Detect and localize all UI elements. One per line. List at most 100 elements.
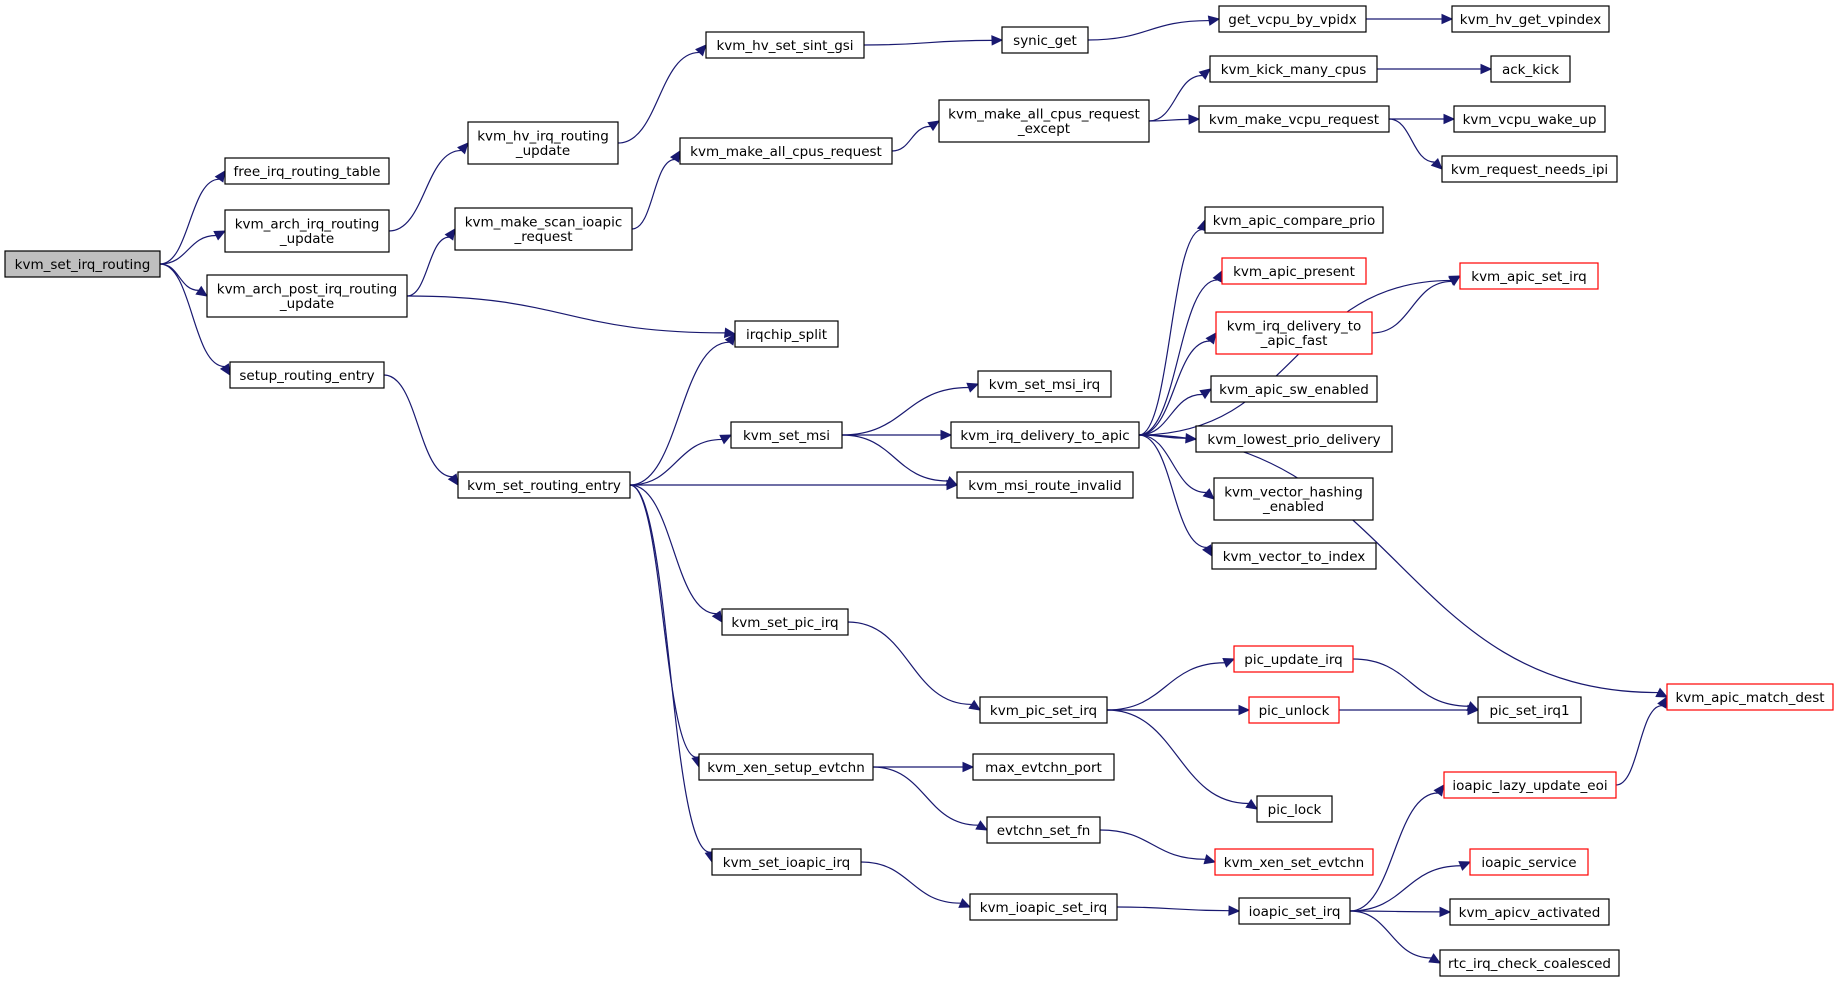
node-kvm-set-irq-routing[interactable]: kvm_set_irq_routing xyxy=(4,250,161,278)
node-box-kvm-set-pic-irq[interactable] xyxy=(721,608,849,636)
node-box-kvm-set-ioapic-irq[interactable] xyxy=(711,848,862,876)
node-pic-update-irq[interactable]: pic_update_irq xyxy=(1233,645,1354,673)
node-box-synic-get[interactable] xyxy=(1001,26,1089,54)
node-box-pic-unlock[interactable] xyxy=(1248,696,1340,724)
node-box-kvm-set-routing-entry[interactable] xyxy=(457,471,631,499)
node-kvm-apic-set-irq[interactable]: kvm_apic_set_irq xyxy=(1459,262,1599,290)
node-box-kvm-apic-match-dest[interactable] xyxy=(1666,683,1834,711)
node-kvm-make-all-cpus-request-except[interactable]: kvm_make_all_cpus_request_except xyxy=(938,99,1150,143)
node-ioapic-lazy-update-eoi[interactable]: ioapic_lazy_update_eoi xyxy=(1443,771,1617,799)
node-box-kvm-pic-set-irq[interactable] xyxy=(979,696,1108,724)
node-box-kvm-set-irq-routing[interactable] xyxy=(4,250,161,278)
node-kvm-xen-set-evtchn[interactable]: kvm_xen_set_evtchn xyxy=(1214,848,1374,876)
node-kvm-kick-many-cpus[interactable]: kvm_kick_many_cpus xyxy=(1209,55,1378,83)
node-irqchip-split[interactable]: irqchip_split xyxy=(734,320,839,348)
node-box-kvm-hv-set-sint-gsi[interactable] xyxy=(705,31,865,59)
node-box-pic-set-irq1[interactable] xyxy=(1477,696,1582,724)
node-box-kvm-irq-delivery-to-apic-fast[interactable] xyxy=(1215,311,1373,355)
node-kvm-apic-sw-enabled[interactable]: kvm_apic_sw_enabled xyxy=(1210,375,1378,403)
node-setup-routing-entry[interactable]: setup_routing_entry xyxy=(229,361,385,389)
node-ioapic-set-irq[interactable]: ioapic_set_irq xyxy=(1238,897,1351,925)
node-kvm-arch-irq-routing-update[interactable]: kvm_arch_irq_routing_update xyxy=(224,209,390,253)
node-kvm-vector-hashing-enabled[interactable]: kvm_vector_hashing_enabled xyxy=(1213,477,1374,521)
node-evtchn-set-fn[interactable]: evtchn_set_fn xyxy=(986,816,1101,844)
node-box-kvm-lowest-prio-delivery[interactable] xyxy=(1195,425,1393,453)
node-kvm-request-needs-ipi[interactable]: kvm_request_needs_ipi xyxy=(1441,155,1618,183)
node-box-pic-update-irq[interactable] xyxy=(1233,645,1354,673)
node-kvm-ioapic-set-irq[interactable]: kvm_ioapic_set_irq xyxy=(969,893,1118,921)
node-kvm-apicv-activated[interactable]: kvm_apicv_activated xyxy=(1449,898,1610,926)
node-box-kvm-request-needs-ipi[interactable] xyxy=(1441,155,1618,183)
node-box-pic-lock[interactable] xyxy=(1256,795,1333,823)
node-box-kvm-xen-set-evtchn[interactable] xyxy=(1214,848,1374,876)
node-rtc-irq-check-coalesced[interactable]: rtc_irq_check_coalesced xyxy=(1439,949,1620,977)
node-kvm-hv-set-sint-gsi[interactable]: kvm_hv_set_sint_gsi xyxy=(705,31,865,59)
node-box-kvm-vector-hashing-enabled[interactable] xyxy=(1213,477,1374,521)
node-kvm-make-all-cpus-request[interactable]: kvm_make_all_cpus_request xyxy=(679,137,893,165)
node-kvm-apic-compare-prio[interactable]: kvm_apic_compare_prio xyxy=(1204,206,1384,234)
node-kvm-lowest-prio-delivery[interactable]: kvm_lowest_prio_delivery xyxy=(1195,425,1393,453)
node-box-kvm-irq-delivery-to-apic[interactable] xyxy=(950,421,1140,449)
node-box-irqchip-split[interactable] xyxy=(734,320,839,348)
node-kvm-make-scan-ioapic-request[interactable]: kvm_make_scan_ioapic_request xyxy=(454,207,633,251)
node-kvm-apic-match-dest[interactable]: kvm_apic_match_dest xyxy=(1666,683,1834,711)
node-box-kvm-hv-irq-routing-update[interactable] xyxy=(467,121,619,165)
node-synic-get[interactable]: synic_get xyxy=(1001,26,1089,54)
node-box-kvm-apic-present[interactable] xyxy=(1221,257,1367,285)
node-box-kvm-ioapic-set-irq[interactable] xyxy=(969,893,1118,921)
node-kvm-apic-present[interactable]: kvm_apic_present xyxy=(1221,257,1367,285)
node-kvm-hv-get-vpindex[interactable]: kvm_hv_get_vpindex xyxy=(1451,5,1610,33)
node-box-kvm-vcpu-wake-up[interactable] xyxy=(1453,105,1606,133)
node-kvm-irq-delivery-to-apic-fast[interactable]: kvm_irq_delivery_to_apic_fast xyxy=(1215,311,1373,355)
node-box-setup-routing-entry[interactable] xyxy=(229,361,385,389)
node-box-kvm-make-scan-ioapic-request[interactable] xyxy=(454,207,633,251)
node-kvm-set-msi-irq[interactable]: kvm_set_msi_irq xyxy=(977,370,1112,398)
node-kvm-pic-set-irq[interactable]: kvm_pic_set_irq xyxy=(979,696,1108,724)
node-pic-set-irq1[interactable]: pic_set_irq1 xyxy=(1477,696,1582,724)
node-kvm-set-ioapic-irq[interactable]: kvm_set_ioapic_irq xyxy=(711,848,862,876)
node-kvm-make-vcpu-request[interactable]: kvm_make_vcpu_request xyxy=(1198,105,1390,133)
node-box-kvm-set-msi[interactable] xyxy=(730,421,843,449)
node-box-kvm-arch-post-irq-routing-update[interactable] xyxy=(206,274,408,318)
node-box-kvm-xen-setup-evtchn[interactable] xyxy=(698,753,874,781)
node-box-kvm-vector-to-index[interactable] xyxy=(1211,542,1377,570)
node-ack-kick[interactable]: ack_kick xyxy=(1490,55,1571,83)
node-box-ioapic-lazy-update-eoi[interactable] xyxy=(1443,771,1617,799)
node-max-evtchn-port[interactable]: max_evtchn_port xyxy=(972,753,1115,781)
node-pic-unlock[interactable]: pic_unlock xyxy=(1248,696,1340,724)
node-box-ioapic-set-irq[interactable] xyxy=(1238,897,1351,925)
node-box-get-vcpu-by-vpidx[interactable] xyxy=(1218,5,1367,33)
node-box-kvm-arch-irq-routing-update[interactable] xyxy=(224,209,390,253)
node-box-evtchn-set-fn[interactable] xyxy=(986,816,1101,844)
node-kvm-vector-to-index[interactable]: kvm_vector_to_index xyxy=(1211,542,1377,570)
node-kvm-msi-route-invalid[interactable]: kvm_msi_route_invalid xyxy=(956,471,1134,499)
node-box-kvm-apic-compare-prio[interactable] xyxy=(1204,206,1384,234)
node-kvm-set-pic-irq[interactable]: kvm_set_pic_irq xyxy=(721,608,849,636)
node-get-vcpu-by-vpidx[interactable]: get_vcpu_by_vpidx xyxy=(1218,5,1367,33)
node-kvm-arch-post-irq-routing-update[interactable]: kvm_arch_post_irq_routing_update xyxy=(206,274,408,318)
node-box-kvm-hv-get-vpindex[interactable] xyxy=(1451,5,1610,33)
node-box-kvm-make-vcpu-request[interactable] xyxy=(1198,105,1390,133)
node-box-rtc-irq-check-coalesced[interactable] xyxy=(1439,949,1620,977)
node-kvm-set-msi[interactable]: kvm_set_msi xyxy=(730,421,843,449)
node-kvm-xen-setup-evtchn[interactable]: kvm_xen_setup_evtchn xyxy=(698,753,874,781)
node-box-ack-kick[interactable] xyxy=(1490,55,1571,83)
node-kvm-hv-irq-routing-update[interactable]: kvm_hv_irq_routing_update xyxy=(467,121,619,165)
node-kvm-irq-delivery-to-apic[interactable]: kvm_irq_delivery_to_apic xyxy=(950,421,1140,449)
node-box-kvm-apic-set-irq[interactable] xyxy=(1459,262,1599,290)
node-kvm-set-routing-entry[interactable]: kvm_set_routing_entry xyxy=(457,471,631,499)
node-box-kvm-make-all-cpus-request[interactable] xyxy=(679,137,893,165)
node-ioapic-service[interactable]: ioapic_service xyxy=(1469,848,1589,876)
node-box-kvm-apicv-activated[interactable] xyxy=(1449,898,1610,926)
node-box-kvm-kick-many-cpus[interactable] xyxy=(1209,55,1378,83)
node-box-kvm-make-all-cpus-request-except[interactable] xyxy=(938,99,1150,143)
node-kvm-vcpu-wake-up[interactable]: kvm_vcpu_wake_up xyxy=(1453,105,1606,133)
node-box-max-evtchn-port[interactable] xyxy=(972,753,1115,781)
node-box-kvm-apic-sw-enabled[interactable] xyxy=(1210,375,1378,403)
node-box-kvm-msi-route-invalid[interactable] xyxy=(956,471,1134,499)
node-box-free-irq-routing-table[interactable] xyxy=(224,157,390,185)
node-free-irq-routing-table[interactable]: free_irq_routing_table xyxy=(224,157,390,185)
node-box-kvm-set-msi-irq[interactable] xyxy=(977,370,1112,398)
node-pic-lock[interactable]: pic_lock xyxy=(1256,795,1333,823)
node-box-ioapic-service[interactable] xyxy=(1469,848,1589,876)
